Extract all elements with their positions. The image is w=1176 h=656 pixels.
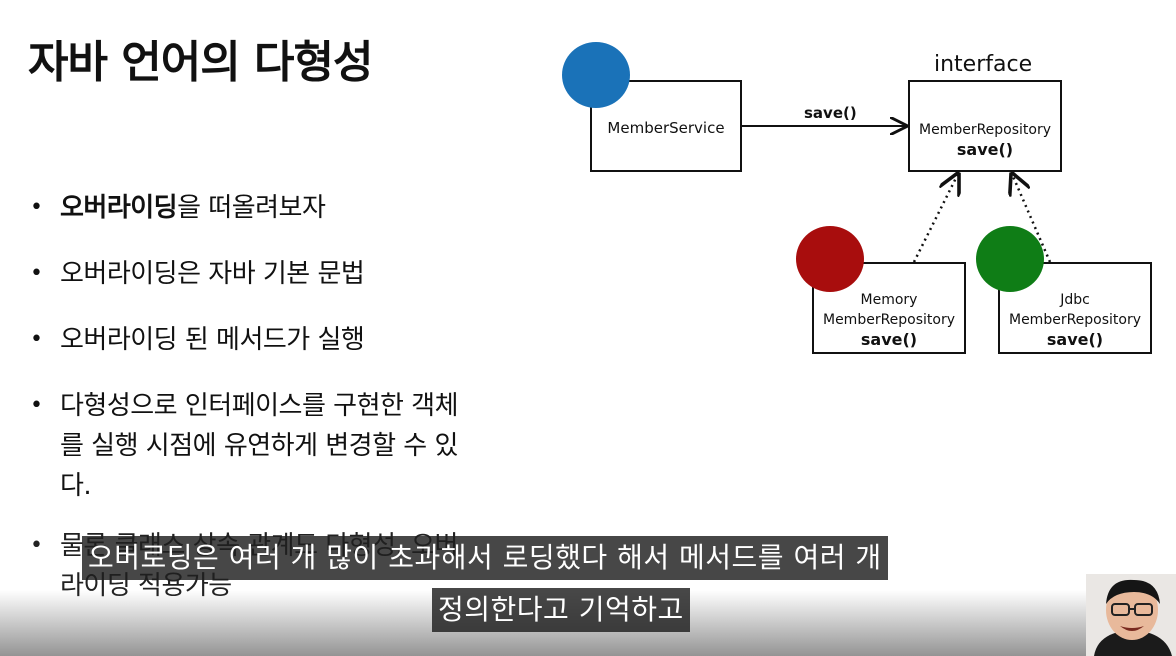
slide-title: 자바 언어의 다형성: [28, 37, 373, 88]
subtitle-line-1: 오버로딩은 여러 개 많이 초과해서 로딩했다 해서 메서드를 여러 개: [82, 536, 888, 580]
interface-label: interface: [934, 52, 1033, 77]
bullet-text: 오버라이딩은 자바 기본 문법: [60, 259, 365, 289]
bullet-override-executed: • 오버라이딩 된 메서드가 실행: [30, 320, 550, 360]
presenter-avatar-icon: [1086, 574, 1176, 656]
bullet-dot: •: [30, 195, 43, 220]
jdbc-repo-line2: MemberRepository: [1008, 312, 1142, 328]
bullet-polymorphism-interface: • 다형성으로 인터페이스를 구현한 객체 를 실행 시점에 유연하게 변경할 …: [30, 386, 550, 506]
memory-repo-line1: Memory: [860, 292, 918, 308]
implements-arrow-memory: [912, 174, 958, 263]
repository-method: save(): [956, 140, 1014, 159]
memory-circle: [796, 226, 864, 292]
bullet-text: 오버라이딩 된 메서드가 실행: [60, 325, 365, 355]
presenter-webcam: [1086, 574, 1176, 656]
member-service-label: MemberService: [607, 119, 725, 137]
jdbc-repo-method: save(): [1046, 330, 1104, 349]
bullet-dot: •: [30, 261, 43, 286]
bullet-line: 다형성으로 인터페이스를 구현한 객체: [60, 391, 459, 421]
bullet-dot: •: [30, 393, 43, 418]
subtitle-line-2: 정의한다고 기억하고: [432, 588, 690, 632]
bullet-override-recall: • 오버라이딩을 떠올려보자: [30, 188, 550, 228]
bullet-line: 다.: [60, 471, 92, 501]
repository-name: MemberRepository: [918, 122, 1052, 138]
bullet-line: 를 실행 시점에 유연하게 변경할 수 있: [60, 431, 458, 461]
implements-arrow-jdbc: [1012, 174, 1052, 263]
member-repository-box: MemberRepository save(): [908, 80, 1062, 172]
bullet-dot: •: [30, 533, 43, 558]
memory-repo-line2: MemberRepository: [822, 312, 956, 328]
bullet-dot: •: [30, 327, 43, 352]
member-service-circle: [562, 42, 630, 108]
jdbc-repo-line1: Jdbc: [1060, 292, 1090, 308]
bullet-text: 을 떠올려보자: [177, 193, 326, 223]
memory-repo-method: save(): [860, 330, 918, 349]
bullet-override-basic: • 오버라이딩은 자바 기본 문법: [30, 254, 550, 294]
call-label: save(): [804, 104, 857, 122]
jdbc-circle: [976, 226, 1044, 292]
bullet-bold-text: 오버라이딩: [60, 193, 178, 223]
